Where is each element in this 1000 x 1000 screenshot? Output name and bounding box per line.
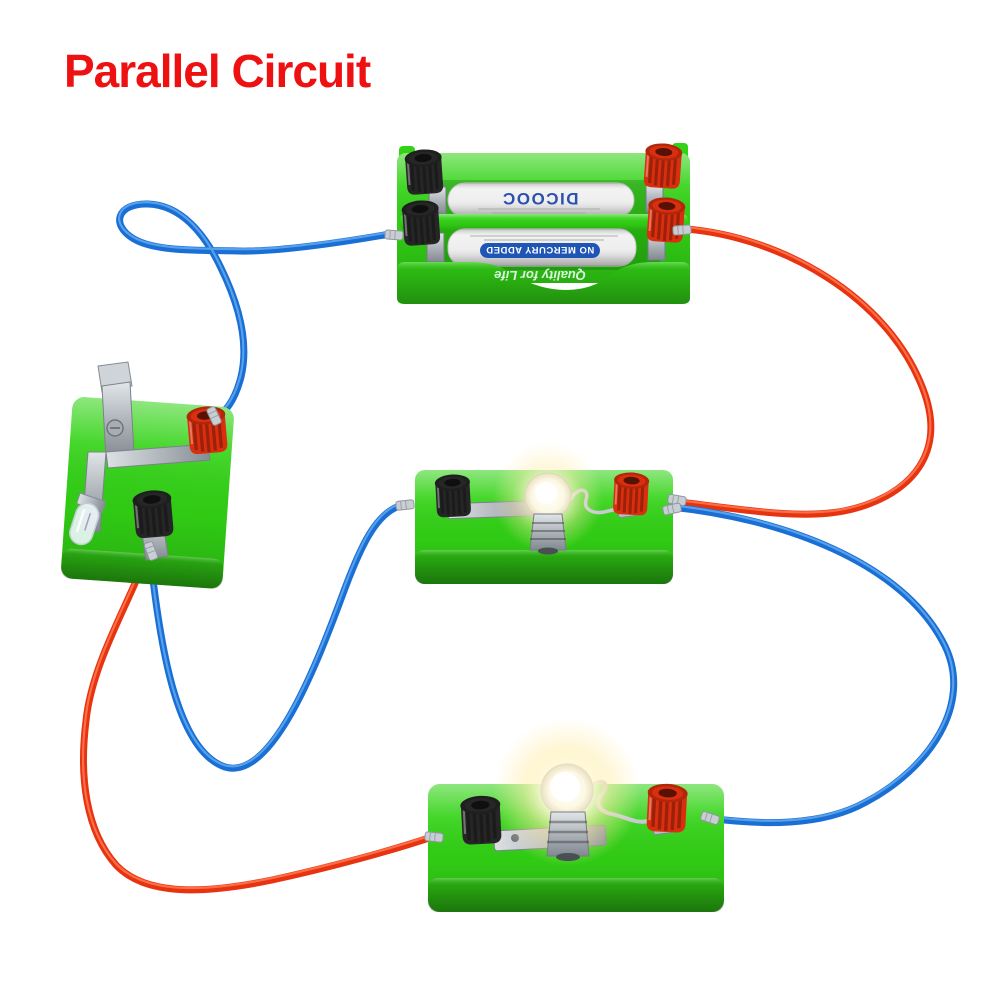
wire-blue-battery-to-switch (116, 200, 394, 425)
bottom-bulb-terminal-red (643, 781, 690, 835)
switch-terminal-black (130, 487, 177, 541)
center-bulb-terminal-red (610, 470, 652, 518)
no-mercury-text: NO MERCURY ADDED (486, 244, 594, 255)
bulb-screw-base (546, 811, 590, 857)
battery-terminal-black-1 (402, 146, 446, 197)
center-bulb-terminal-black (432, 472, 474, 520)
bulb-module-center (415, 442, 673, 584)
battery-holder: DICOOC NO MERCURY ADDED Quality for Life (397, 140, 690, 304)
battery-brand-text: DICOOC (502, 189, 579, 208)
switch-module (61, 361, 234, 589)
bulb-center (493, 442, 603, 555)
battery-terminal-black-2 (399, 197, 443, 248)
bulb-module-bottom (428, 718, 724, 912)
bottom-bulb-terminal-black (458, 793, 505, 847)
wire-red-battery-to-center-bulb (675, 225, 935, 518)
ferrule (384, 229, 404, 241)
bulb-screw-base (529, 513, 567, 551)
battery-aa-2: NO MERCURY ADDED (447, 228, 637, 267)
battery-terminal-red-1 (641, 140, 685, 191)
led-indicator (69, 492, 107, 546)
battery-aa-1: DICOOC (447, 182, 635, 218)
bulb-bottom (493, 718, 641, 866)
wire-blue-switch-to-center-bulb (146, 501, 407, 772)
no-mercury-badge (480, 243, 600, 258)
battery-terminal-red-2 (644, 194, 688, 245)
ferrule (672, 224, 692, 236)
wire-red-switch-to-bottom-bulb (80, 551, 436, 894)
battery-slogan-text: Quality for Life (494, 268, 586, 283)
page-title: Parallel Circuit (64, 45, 371, 97)
wire-blue-center-to-bottom-bulb (667, 503, 958, 827)
ferrule (424, 831, 444, 843)
ferrule (395, 499, 415, 511)
